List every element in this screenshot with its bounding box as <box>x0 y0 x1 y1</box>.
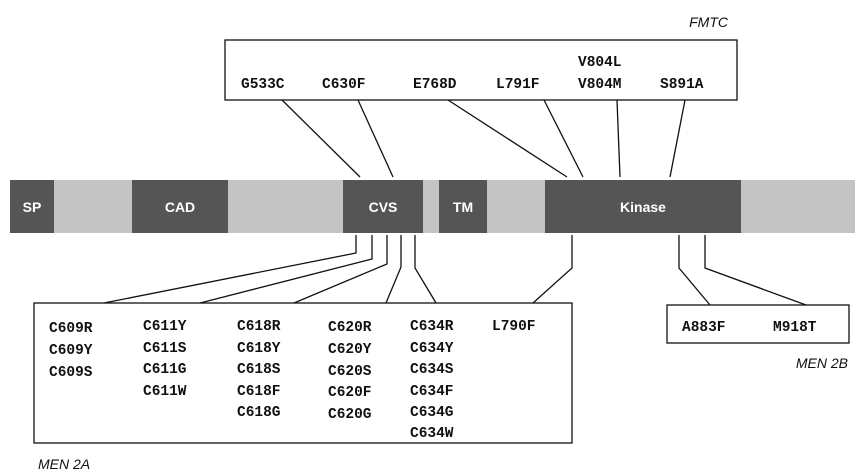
fmtc-mutation: L791F <box>496 77 540 93</box>
men2a-mutation: C611S <box>143 341 187 357</box>
men2a-mutation: C620S <box>328 364 372 380</box>
domain-label-kinase: Kinase <box>620 199 666 215</box>
men2a-col-1: C609R C609Y C609S <box>49 321 93 381</box>
men2a-mutation: C618Y <box>237 341 281 357</box>
men2a-col-4: C620R C620Y C620S C620F C620G <box>328 320 372 423</box>
men2a-col-2: C611Y C611S C611G C611W <box>143 319 187 400</box>
fmtc-mutation: E768D <box>413 77 457 93</box>
men2a-connectors <box>103 235 573 304</box>
men2a-mutation: C611Y <box>143 319 187 335</box>
men2a-mutation: C609S <box>49 365 93 381</box>
domain-tm <box>439 180 487 233</box>
fmtc-mutation: V804M <box>578 77 622 93</box>
men2a-mutation: C609R <box>49 321 93 337</box>
men2a-mutation: C634G <box>410 405 454 421</box>
men2b-mutation: M918T <box>773 320 817 336</box>
domain-label-tm: TM <box>453 199 473 215</box>
fmtc-mutation: V804L <box>578 55 622 71</box>
domain-kinase <box>545 180 741 233</box>
fmtc-mutation: C630F <box>322 77 366 93</box>
fmtc-box <box>224 39 738 101</box>
domain-sp <box>10 180 54 233</box>
men2a-col-3: C618R C618Y C618S C618F C618G <box>237 319 281 421</box>
men2a-box <box>33 302 573 444</box>
men2a-col-6: L790F <box>492 319 536 335</box>
men2a-mutation: C611G <box>143 362 187 378</box>
men2a-mutation: C611W <box>143 384 187 400</box>
men2a-mutation: C618G <box>237 405 281 421</box>
fmtc-mutation: G533C <box>241 77 285 93</box>
men2a-mutation: C634Y <box>410 341 454 357</box>
fmtc-connectors <box>281 99 686 178</box>
men2a-mutation: C634S <box>410 362 454 378</box>
domain-cvs <box>343 180 423 233</box>
men2a-mutation: C620G <box>328 407 372 423</box>
men2a-mutation: C620R <box>328 320 372 336</box>
domain-label-cvs: CVS <box>369 199 398 215</box>
fmtc-mutation: S891A <box>660 77 704 93</box>
fmtc-label: FMTC <box>689 14 729 30</box>
men2a-mutation: C620F <box>328 385 372 401</box>
men2b-mutation: A883F <box>682 320 726 336</box>
men2a-mutation: C634W <box>410 426 454 442</box>
men2a-mutation: C620Y <box>328 342 372 358</box>
men2a-col-5: C634R C634Y C634S C634F C634G C634W <box>410 319 454 442</box>
men2a-mutation: C618F <box>237 384 281 400</box>
men2b-label: MEN 2B <box>796 355 848 371</box>
men2a-mutation: C618S <box>237 362 281 378</box>
men2a-mutation: L790F <box>492 319 536 335</box>
domain-cad <box>132 180 228 233</box>
men2b-box <box>666 304 850 344</box>
men2a-mutation: C634F <box>410 384 454 400</box>
men2a-mutation: C634R <box>410 319 454 335</box>
men2b-connectors <box>678 235 807 306</box>
men2a-mutation: C609Y <box>49 343 93 359</box>
domain-label-cad: CAD <box>165 199 195 215</box>
men2a-mutation: C618R <box>237 319 281 335</box>
men2a-label: MEN 2A <box>38 456 90 472</box>
domain-label-sp: SP <box>23 199 42 215</box>
